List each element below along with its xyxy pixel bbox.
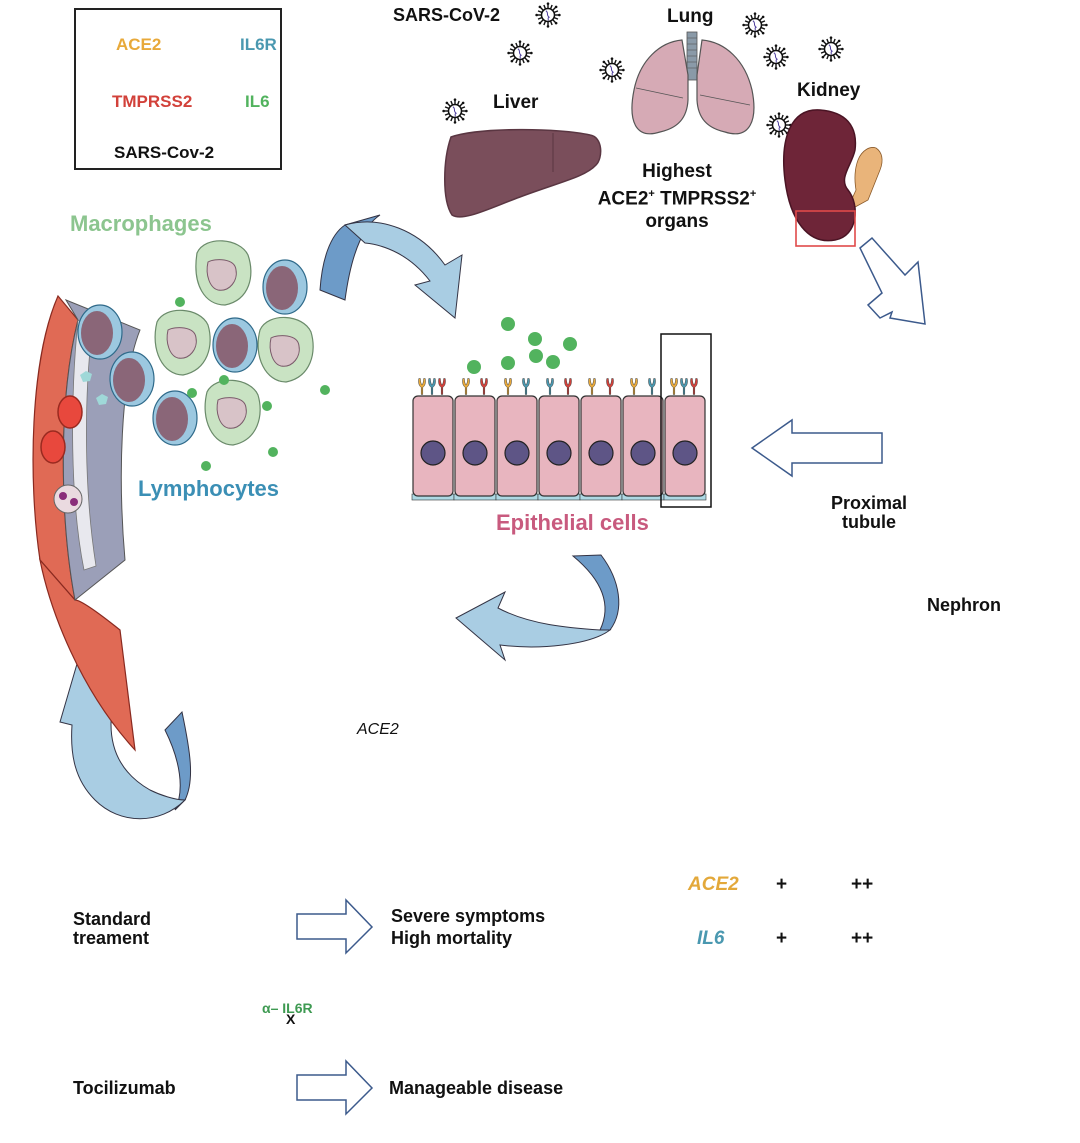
epithelial-cell	[453, 378, 497, 501]
organs-caption: Highest ACE2+ TMPRSS2+ organs	[587, 160, 767, 233]
nucleus	[630, 440, 656, 466]
kidney-label: Kidney	[797, 80, 861, 101]
il6-dots-epithelium	[467, 317, 577, 374]
ace2-receptor-icon	[462, 378, 470, 395]
legend-label-il6r: IL6R	[240, 35, 277, 54]
liver-label: Liver	[493, 92, 539, 113]
age-row-label-ace2: ACE2	[688, 874, 739, 895]
il6r-receptor-icon	[428, 378, 436, 395]
il6r-receptor-icon	[680, 378, 688, 395]
nucleus	[462, 440, 488, 466]
ace2-receptor-icon	[418, 378, 426, 395]
age-young-ace2: +	[776, 874, 788, 895]
anti-il6r-label: α– IL6R	[262, 1000, 313, 1016]
nephron-label: Nephron	[927, 595, 1001, 615]
virus-icon	[535, 2, 561, 28]
stat-label: STAT	[307, 652, 358, 675]
age-old-il6: ++	[851, 928, 874, 949]
age-young-il6: +	[776, 928, 788, 949]
tocilizumab-outcome-label: Manageable disease	[389, 1078, 564, 1098]
tmprss2-receptor-icon	[438, 378, 446, 395]
il6r-receptor-icon	[648, 378, 656, 395]
virus-icon	[442, 98, 468, 124]
immune-cells-cluster	[77, 240, 330, 471]
nucleus	[420, 440, 446, 466]
caption-line-3: organs	[645, 211, 709, 233]
legend-label-il6: IL6	[245, 92, 270, 111]
ace2-receptor-icon	[670, 378, 678, 395]
il6r-receptor-icon	[546, 378, 554, 395]
epithelial-cell	[621, 378, 665, 501]
legend-label-ace2: ACE2	[116, 35, 162, 54]
epithelial-cell	[579, 378, 623, 501]
virus-icon	[599, 57, 625, 83]
age-row-label-il6: IL6	[697, 928, 725, 949]
tmprss2-receptor-icon	[606, 378, 614, 395]
nucleus	[546, 440, 572, 466]
legend-box	[74, 8, 282, 170]
arrow-tocilizumab-outcome	[296, 1059, 374, 1116]
ace2-receptor-icon	[504, 378, 512, 395]
single-cell-highlight-box	[660, 333, 712, 508]
nucleus	[588, 440, 614, 466]
macrophages-label: Macrophages	[70, 211, 212, 236]
kidney-illustration	[783, 109, 883, 247]
il6r-receptor-icon	[522, 378, 530, 395]
nucleus	[672, 440, 698, 466]
nucleus	[504, 440, 530, 466]
virus-icon	[818, 36, 844, 62]
legend-label-sars-cov-2: SARS-Cov-2	[114, 143, 215, 162]
age-old-ace2: ++	[851, 874, 874, 895]
kidney-highlight-box	[795, 210, 856, 247]
epithelial-cell	[537, 378, 581, 501]
epithelial-cell	[495, 378, 539, 501]
caption-line-2: ACE2+ TMPRSS2+	[597, 188, 757, 210]
virus-icon	[763, 44, 789, 70]
tmprss2-receptor-icon	[564, 378, 572, 395]
tmprss2-receptor-icon	[690, 378, 698, 395]
lung-label: Lung	[667, 6, 714, 27]
arrow-kidney-to-nephron	[859, 236, 926, 325]
virus-icon	[507, 40, 533, 66]
arrow-standard-outcome	[296, 898, 374, 955]
blocked-il6-x-icon: X	[286, 1011, 296, 1027]
legend-label-tmprss2: TMPRSS2	[112, 92, 193, 111]
ace2-gene-label: ACE2	[357, 721, 399, 738]
arrow-nephron-to-epithelium	[750, 418, 883, 478]
curved-arrow-epithelium-to-cell	[455, 554, 620, 662]
tmprss2-receptor-icon	[480, 378, 488, 395]
curved-arrow-immune-to-epithelium	[319, 214, 463, 319]
blood-vessel-illustration	[32, 294, 141, 752]
ace2-receptor-icon	[588, 378, 596, 395]
tocilizumab-label: Tocilizumab	[73, 1078, 176, 1098]
ace2-receptor-icon	[630, 378, 638, 395]
lymphocytes-label: Lymphocytes	[138, 476, 280, 501]
virus-title: SARS-CoV-2	[393, 5, 501, 25]
epithelial-cell	[663, 378, 707, 501]
liver-illustration	[444, 128, 602, 218]
caption-line-1: Highest	[642, 161, 712, 182]
lung-illustration	[631, 31, 755, 135]
virus-icon	[742, 12, 768, 38]
epithelial-cells-label: Epithelial cells	[496, 510, 649, 535]
epithelial-cell	[411, 378, 455, 501]
epithelium-strip	[411, 378, 707, 501]
